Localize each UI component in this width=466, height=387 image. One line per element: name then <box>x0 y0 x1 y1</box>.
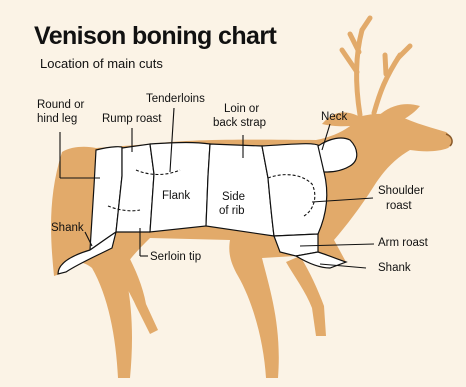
label-shoulder-line1: Shoulder <box>378 185 424 197</box>
label-shank-hind: Shank <box>51 222 84 234</box>
label-shank-front: Shank <box>378 262 411 274</box>
label-rump: Rump roast <box>102 113 162 125</box>
label-arm-roast: Arm roast <box>378 237 429 249</box>
cut-flank <box>150 143 210 233</box>
label-side-line1: Side <box>222 191 245 203</box>
label-serloin-tip: Serloin tip <box>150 251 201 263</box>
far-front-leg <box>286 256 326 336</box>
label-loin-line1: Loin or <box>224 103 259 115</box>
label-round-line1: Round or <box>37 99 84 111</box>
label-neck: Neck <box>321 111 347 123</box>
cut-rump <box>116 144 154 232</box>
label-side-line2: of rib <box>219 205 245 217</box>
label-flank: Flank <box>162 190 190 202</box>
label-loin-line2: back strap <box>213 117 266 129</box>
label-shoulder-line2: roast <box>386 200 412 212</box>
antlers <box>342 18 410 115</box>
label-tenderloins: Tenderloins <box>146 93 205 105</box>
label-round-line2: hind leg <box>37 113 77 125</box>
